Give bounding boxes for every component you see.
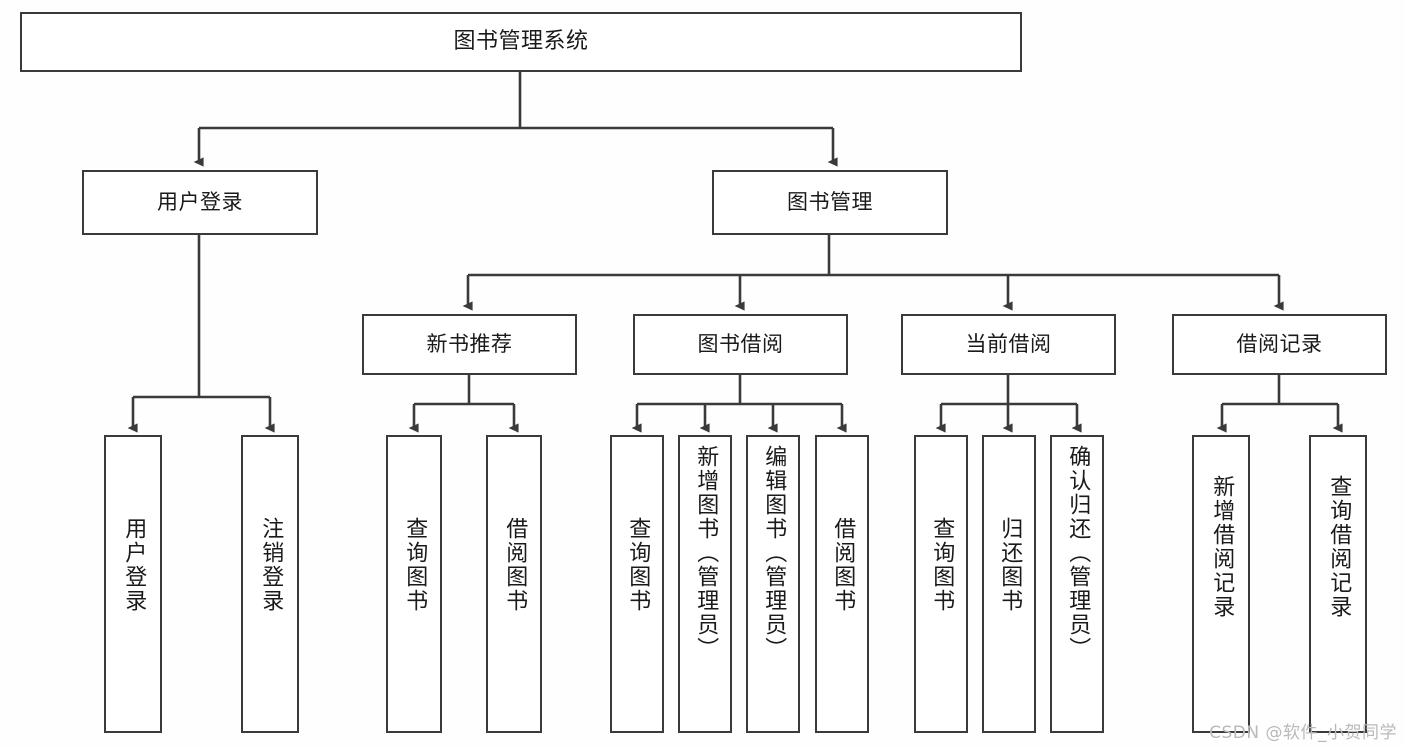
node-root[interactable]: 图书管理系统 <box>20 12 1022 72</box>
node-leaf-confirm-return[interactable]: 确认归还（管理员） <box>1050 435 1104 733</box>
node-leaf-user-login[interactable]: 用户登录 <box>104 435 162 733</box>
node-leaf-query-record-label: 查询借阅记录 <box>1326 475 1352 619</box>
node-leaf-edit-book-label: 编辑图书（管理员） <box>761 445 787 661</box>
node-leaf-add-book-label: 新增图书（管理员） <box>693 445 719 661</box>
node-leaf-query-book-1[interactable]: 查询图书 <box>386 435 442 733</box>
node-leaf-edit-book[interactable]: 编辑图书（管理员） <box>746 435 800 733</box>
node-book-manage[interactable]: 图书管理 <box>712 170 948 235</box>
node-leaf-logout[interactable]: 注销登录 <box>241 435 299 733</box>
node-leaf-query-book-3-label: 查询图书 <box>929 517 955 613</box>
node-current-borrow-label: 当前借阅 <box>965 332 1052 357</box>
node-leaf-borrow-book-2-label: 借阅图书 <box>830 517 856 613</box>
csdn-watermark: CSDN @软件_小贺同学 <box>1209 723 1397 743</box>
node-leaf-query-record[interactable]: 查询借阅记录 <box>1309 435 1367 733</box>
node-leaf-query-book-2[interactable]: 查询图书 <box>610 435 664 733</box>
node-leaf-return-book-label: 归还图书 <box>997 517 1023 613</box>
node-leaf-confirm-return-label: 确认归还（管理员） <box>1065 445 1091 661</box>
node-new-book-rec[interactable]: 新书推荐 <box>362 314 577 375</box>
node-leaf-query-book-2-label: 查询图书 <box>625 517 651 613</box>
node-user-login-label: 用户登录 <box>157 190 243 215</box>
node-current-borrow[interactable]: 当前借阅 <box>901 314 1116 375</box>
node-leaf-borrow-book-2[interactable]: 借阅图书 <box>815 435 869 733</box>
node-leaf-query-book-1-label: 查询图书 <box>402 517 428 613</box>
node-leaf-borrow-book-1[interactable]: 借阅图书 <box>486 435 542 733</box>
node-leaf-return-book[interactable]: 归还图书 <box>982 435 1036 733</box>
node-book-borrow[interactable]: 图书借阅 <box>633 314 848 375</box>
node-leaf-add-record-label: 新增借阅记录 <box>1209 475 1235 619</box>
node-borrow-record[interactable]: 借阅记录 <box>1172 314 1387 375</box>
node-leaf-add-record[interactable]: 新增借阅记录 <box>1192 435 1250 733</box>
node-book-borrow-label: 图书借阅 <box>697 332 784 357</box>
node-leaf-user-login-label: 用户登录 <box>121 517 147 613</box>
node-root-label: 图书管理系统 <box>453 29 589 55</box>
node-leaf-borrow-book-1-label: 借阅图书 <box>502 517 528 613</box>
node-book-manage-label: 图书管理 <box>787 190 873 215</box>
node-user-login[interactable]: 用户登录 <box>82 170 318 235</box>
node-leaf-query-book-3[interactable]: 查询图书 <box>914 435 968 733</box>
node-borrow-record-label: 借阅记录 <box>1236 332 1323 357</box>
node-new-book-rec-label: 新书推荐 <box>426 332 513 357</box>
node-leaf-add-book[interactable]: 新增图书（管理员） <box>678 435 732 733</box>
node-leaf-logout-label: 注销登录 <box>258 517 284 613</box>
